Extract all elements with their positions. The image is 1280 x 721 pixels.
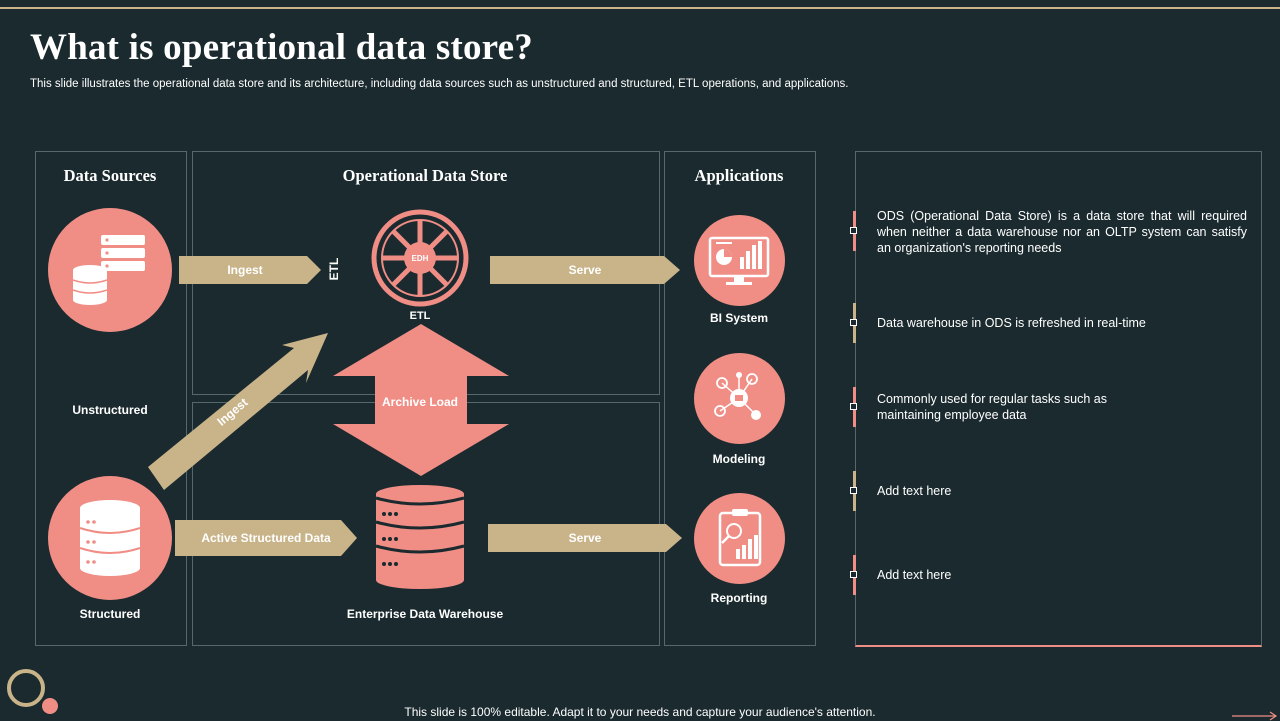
serve-arrow-top: Serve — [490, 256, 680, 284]
reporting-clipboard-icon — [718, 509, 762, 567]
structured-source-circle — [48, 476, 172, 600]
note-text-1: ODS (Operational Data Store) is a data s… — [877, 209, 1247, 255]
serve-top-label: Serve — [569, 263, 602, 277]
note-marker-dot-3 — [850, 403, 857, 410]
active-structured-label: Active Structured Data — [201, 531, 331, 545]
ingest-top-label: Ingest — [227, 263, 262, 277]
unstructured-label: Unstructured — [72, 403, 148, 417]
warehouse-database-icon — [375, 485, 465, 589]
etl-label: ETL — [409, 310, 431, 322]
archive-load-arrow: Archive Load — [333, 324, 509, 476]
bi-dashboard-icon — [708, 236, 770, 285]
serve-bottom-label: Serve — [569, 531, 602, 545]
serve-arrow-bottom: Serve — [488, 524, 682, 552]
data-sources-title: Data Sources — [63, 166, 157, 185]
decorative-rings-icon — [7, 669, 58, 714]
edh-label: EDH — [412, 254, 429, 263]
applications-panel — [664, 151, 816, 646]
modeling-circle — [694, 353, 785, 444]
decorative-arrow-icon — [1232, 711, 1278, 721]
footer-text: This slide is 100% editable. Adapt it to… — [404, 705, 876, 719]
note-text-4: Add text here — [877, 484, 952, 498]
note-text-2: Data warehouse in ODS is refreshed in re… — [877, 316, 1146, 330]
unstructured-source-circle — [48, 208, 172, 332]
ods-title: Operational Data Store — [342, 166, 508, 185]
note-marker-dot-1 — [850, 227, 857, 234]
edh-wheel-icon: EDH — [371, 209, 469, 307]
modeling-network-icon — [714, 372, 761, 420]
warehouse-label: Enterprise Data Warehouse — [346, 607, 504, 621]
active-structured-arrow: Active Structured Data — [175, 520, 357, 556]
note-marker-dot-2 — [850, 319, 857, 326]
page-title: What is operational data store? — [30, 27, 533, 68]
applications-title: Applications — [694, 166, 784, 185]
page-subtitle: This slide illustrates the operational d… — [30, 78, 849, 90]
reporting-circle — [694, 493, 785, 584]
note-text-3: Commonly used for regular tasks such as … — [877, 392, 1107, 422]
structured-database-icon — [79, 500, 141, 576]
ingest-arrow-diagonal: Ingest — [148, 333, 328, 490]
reporting-label: Reporting — [710, 591, 768, 605]
modeling-label: Modeling — [712, 452, 766, 466]
data-sources-panel — [35, 151, 187, 646]
unstructured-data-icon — [72, 235, 145, 305]
structured-label: Structured — [79, 607, 141, 621]
note-text-5: Add text here — [877, 568, 952, 582]
etl-vertical-label: ETL — [327, 257, 341, 281]
bi-system-label: BI System — [709, 311, 769, 325]
archive-load-label: Archive Load — [382, 395, 458, 409]
top-accent-line — [0, 7, 1280, 9]
ingest-arrow-top: Ingest — [179, 256, 321, 284]
bi-system-circle — [694, 215, 785, 306]
note-marker-dot-4 — [850, 487, 857, 494]
note-marker-dot-5 — [850, 571, 857, 578]
